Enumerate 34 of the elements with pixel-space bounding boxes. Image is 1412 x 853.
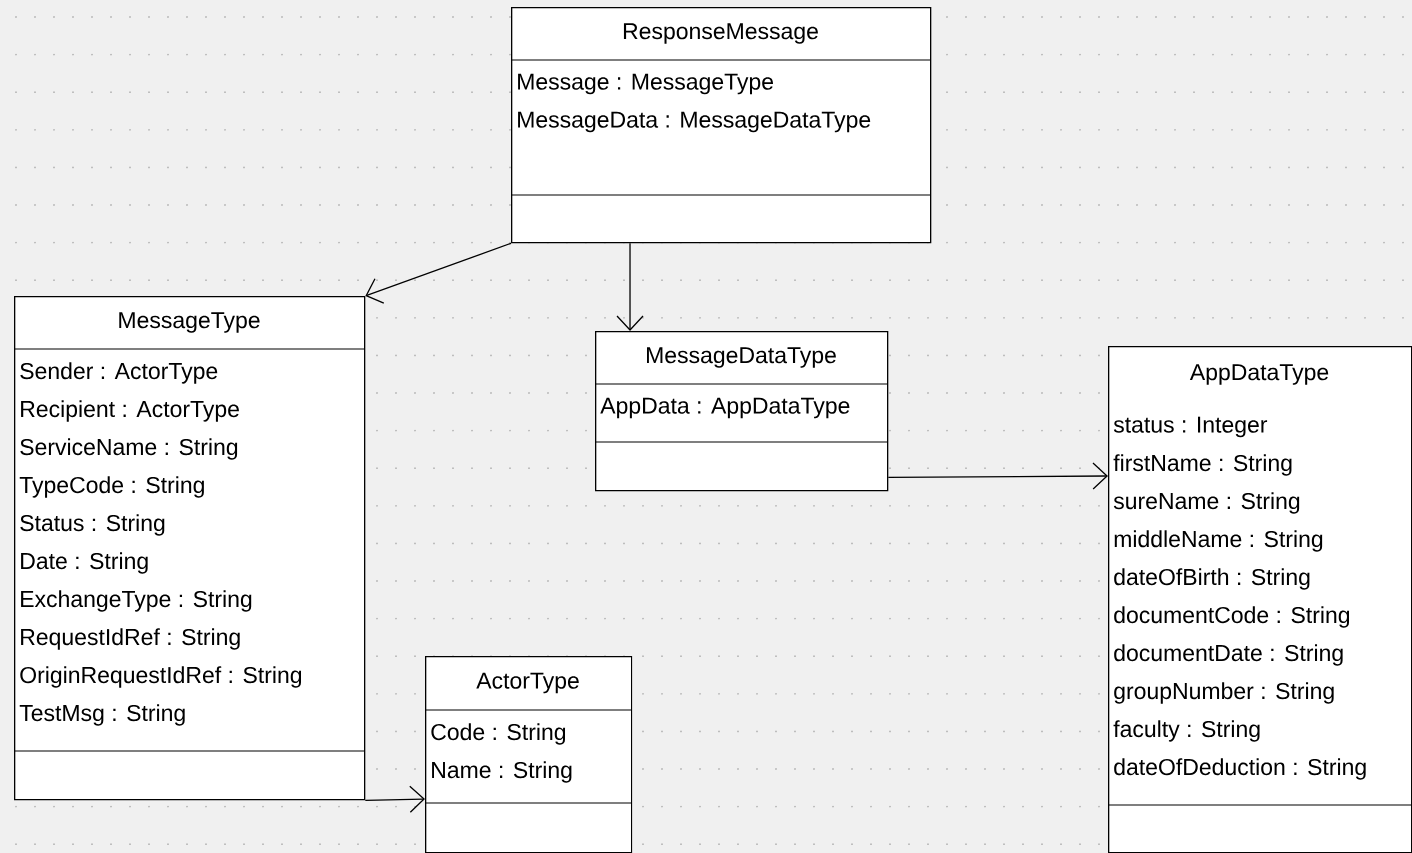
attribute: groupNumber : String [1114, 682, 1334, 704]
attribute: faculty : String [1113, 720, 1260, 742]
attribute: ServiceName : String [20, 438, 238, 460]
attribute: documentDate : String [1114, 644, 1343, 666]
attribute: middleName : String [1114, 530, 1323, 552]
attribute: dateOfBirth : String [1114, 568, 1310, 590]
arrow [364, 785, 425, 813]
class-name: MessageDataType [647, 347, 836, 368]
class-name: AppDataType [1189, 364, 1329, 385]
attribute: TypeCode : String [19, 476, 204, 498]
attribute: dateOfDeduction : String [1114, 758, 1366, 780]
attribute: Message : MessageType [518, 73, 773, 95]
attribute: Status : String [20, 514, 165, 536]
attribute: sureName : String [1113, 492, 1300, 514]
arrow [616, 242, 644, 331]
class-name: ActorType [476, 672, 579, 694]
attribute: AppData : AppDataType [600, 397, 850, 419]
attribute: RequestIdRef : String [21, 628, 240, 650]
attribute: status : Integer [1113, 416, 1268, 438]
arrow [365, 242, 512, 304]
class-name: MessageType [119, 312, 260, 333]
attribute: TestMsg : String [19, 704, 185, 726]
attribute: OriginRequestIdRef : String [20, 666, 302, 688]
class-name: ResponseMessage [623, 23, 818, 44]
attribute: Code : String [431, 723, 566, 745]
attribute: ExchangeType : String [21, 590, 252, 612]
attribute: firstName : String [1113, 454, 1292, 476]
attribute: MessageData : MessageDataType [518, 111, 871, 133]
attribute: documentCode : String [1114, 606, 1350, 628]
attribute: Date : String [21, 552, 148, 574]
attribute: Recipient : ActorType [21, 400, 239, 422]
attribute: Sender : ActorType [20, 362, 218, 384]
attribute: Name : String [432, 761, 572, 783]
arrow [887, 462, 1108, 490]
